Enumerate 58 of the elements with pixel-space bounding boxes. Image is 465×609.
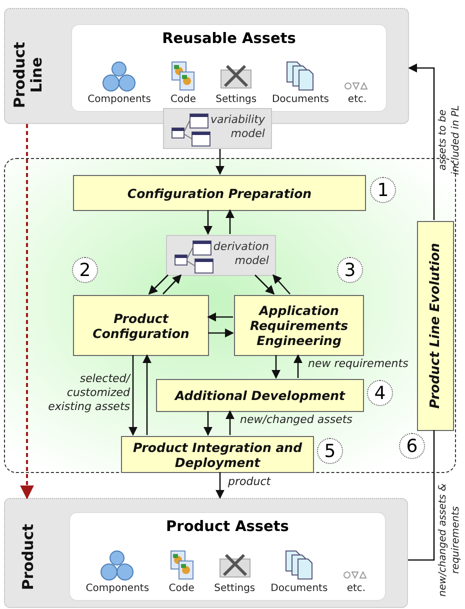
process-label: Application Requirements Engineering bbox=[248, 303, 350, 348]
asset-label: Code bbox=[168, 583, 194, 594]
panel-title: Reusable Assets bbox=[161, 31, 297, 47]
edge-label: new/changed assets & requirements bbox=[438, 482, 462, 599]
asset-label: etc. bbox=[348, 94, 367, 105]
process-label: Additional Development bbox=[175, 388, 345, 403]
arrow bbox=[293, 354, 303, 378]
asset-label: Documents bbox=[270, 583, 328, 594]
process-label: Configuration Preparation bbox=[127, 186, 312, 200]
asset-label: Documents bbox=[272, 94, 329, 105]
process-box bbox=[156, 379, 364, 412]
arrow bbox=[271, 355, 281, 379]
model-box bbox=[163, 108, 272, 149]
arrow bbox=[203, 411, 213, 436]
model-label: variability model bbox=[209, 113, 265, 142]
asset-label: Settings bbox=[214, 583, 256, 594]
edge-label: product bbox=[228, 475, 272, 489]
process-box bbox=[234, 295, 364, 356]
asset-label: Settings bbox=[216, 94, 257, 105]
arrow bbox=[128, 355, 138, 436]
process-box bbox=[73, 175, 366, 211]
process-label: Product Integration and Deployment bbox=[132, 440, 304, 470]
edge-label: new/changed assets bbox=[240, 413, 354, 427]
dashed-arrow bbox=[20, 124, 34, 500]
arrow bbox=[408, 63, 435, 220]
process-box bbox=[417, 221, 454, 431]
asset-label: Components bbox=[86, 583, 150, 594]
edge-label: selected/ customized existing assets bbox=[47, 372, 130, 414]
asset-label: Components bbox=[88, 94, 151, 105]
arrow bbox=[162, 274, 182, 294]
asset-label: etc. bbox=[346, 583, 366, 594]
process-label: Product Line Evolution bbox=[428, 243, 444, 409]
arrow bbox=[225, 410, 235, 435]
asset-panel bbox=[69, 512, 386, 601]
arrow bbox=[272, 274, 290, 294]
arrow bbox=[142, 354, 152, 435]
process-label: Product Configuration bbox=[92, 310, 190, 340]
asset-panel bbox=[71, 24, 387, 112]
process-box bbox=[73, 295, 209, 356]
arrow bbox=[203, 210, 213, 235]
model-label: derivation model bbox=[212, 240, 269, 269]
edge-label: assets to be included in PL bbox=[438, 104, 462, 177]
model-box bbox=[166, 235, 276, 276]
arrow bbox=[208, 328, 234, 338]
arrow bbox=[254, 274, 275, 295]
arrow bbox=[215, 472, 225, 499]
asset-label: Code bbox=[170, 94, 196, 105]
section-title: Product Line bbox=[12, 40, 44, 110]
process-box bbox=[121, 436, 314, 473]
arrow bbox=[207, 312, 233, 322]
section-band bbox=[4, 8, 409, 124]
section-band bbox=[4, 498, 408, 608]
section-title: Product bbox=[20, 522, 36, 592]
panel-title: Product Assets bbox=[165, 519, 290, 535]
edge-label: new requirements bbox=[308, 357, 410, 371]
arrow bbox=[148, 274, 168, 295]
arrow bbox=[225, 209, 235, 234]
arrow bbox=[215, 149, 225, 175]
